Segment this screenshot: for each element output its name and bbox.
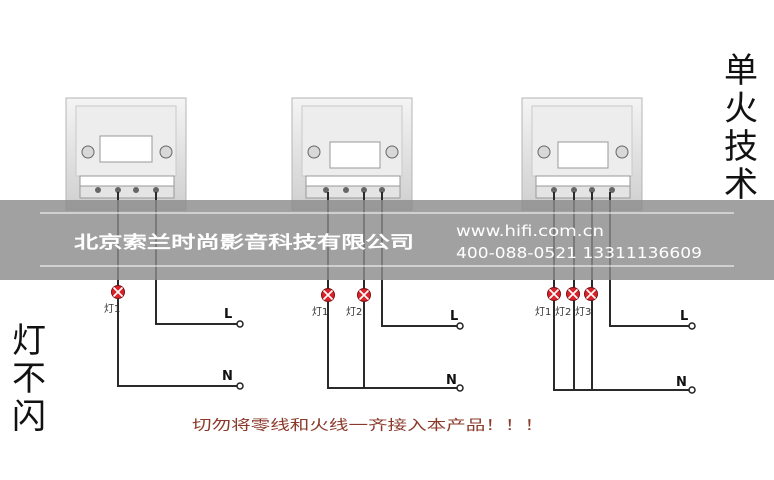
title-left-char: 闪 — [12, 397, 46, 437]
watermark-website: www.hifi.com.cn — [456, 222, 604, 240]
warning-text: 切勿将零线和火线一齐接入本产品！！！ — [192, 417, 544, 434]
switch-panel-2 — [291, 97, 413, 211]
neutral-label: N — [446, 373, 457, 388]
title-left: 灯 不 闪 — [12, 321, 46, 437]
title-right-char: 术 — [724, 165, 758, 205]
title-right-char: 单 — [724, 51, 758, 91]
neutral-label: N — [676, 375, 687, 390]
line-label: L — [224, 307, 232, 322]
lamp-label: 灯1 — [312, 306, 328, 318]
lamp-icon — [357, 288, 371, 302]
watermark-phones: 400-088-0521 13311136609 — [456, 244, 702, 262]
lamp-label: 灯1 — [535, 306, 551, 318]
line-label: L — [450, 309, 458, 324]
lamp-icon — [547, 287, 561, 301]
switch-panel-1 — [65, 97, 187, 211]
neutral-label: N — [222, 369, 233, 384]
switch-panel-3 — [521, 97, 643, 211]
title-left-char: 灯 — [12, 321, 46, 361]
lamp-icon — [566, 287, 580, 301]
title-right-char: 火 — [724, 89, 758, 129]
lamp-group-2: 灯1 灯2 L N — [312, 288, 458, 388]
lamp-label: 灯1 — [104, 303, 120, 315]
lamp-icon — [321, 288, 335, 302]
lamp-group-1: 灯1 L N — [104, 285, 233, 384]
lamp-group-3: 灯1 灯2 灯3 L N — [535, 287, 688, 390]
lamp-label: 灯3 — [575, 306, 591, 318]
line-label: L — [680, 309, 688, 324]
title-right-char: 技 — [724, 127, 758, 167]
lamp-icon — [111, 285, 125, 299]
lamp-label: 灯2 — [555, 306, 571, 318]
lamp-label: 灯2 — [346, 306, 362, 318]
watermark-company: 北京索兰时尚影音科技有限公司 — [74, 232, 414, 253]
lamp-icon — [584, 287, 598, 301]
title-left-char: 不 — [12, 359, 46, 399]
watermark-banner: 北京索兰时尚影音科技有限公司 www.hifi.com.cn 400-088-0… — [0, 200, 774, 280]
title-right: 单 火 技 术 — [724, 51, 758, 205]
